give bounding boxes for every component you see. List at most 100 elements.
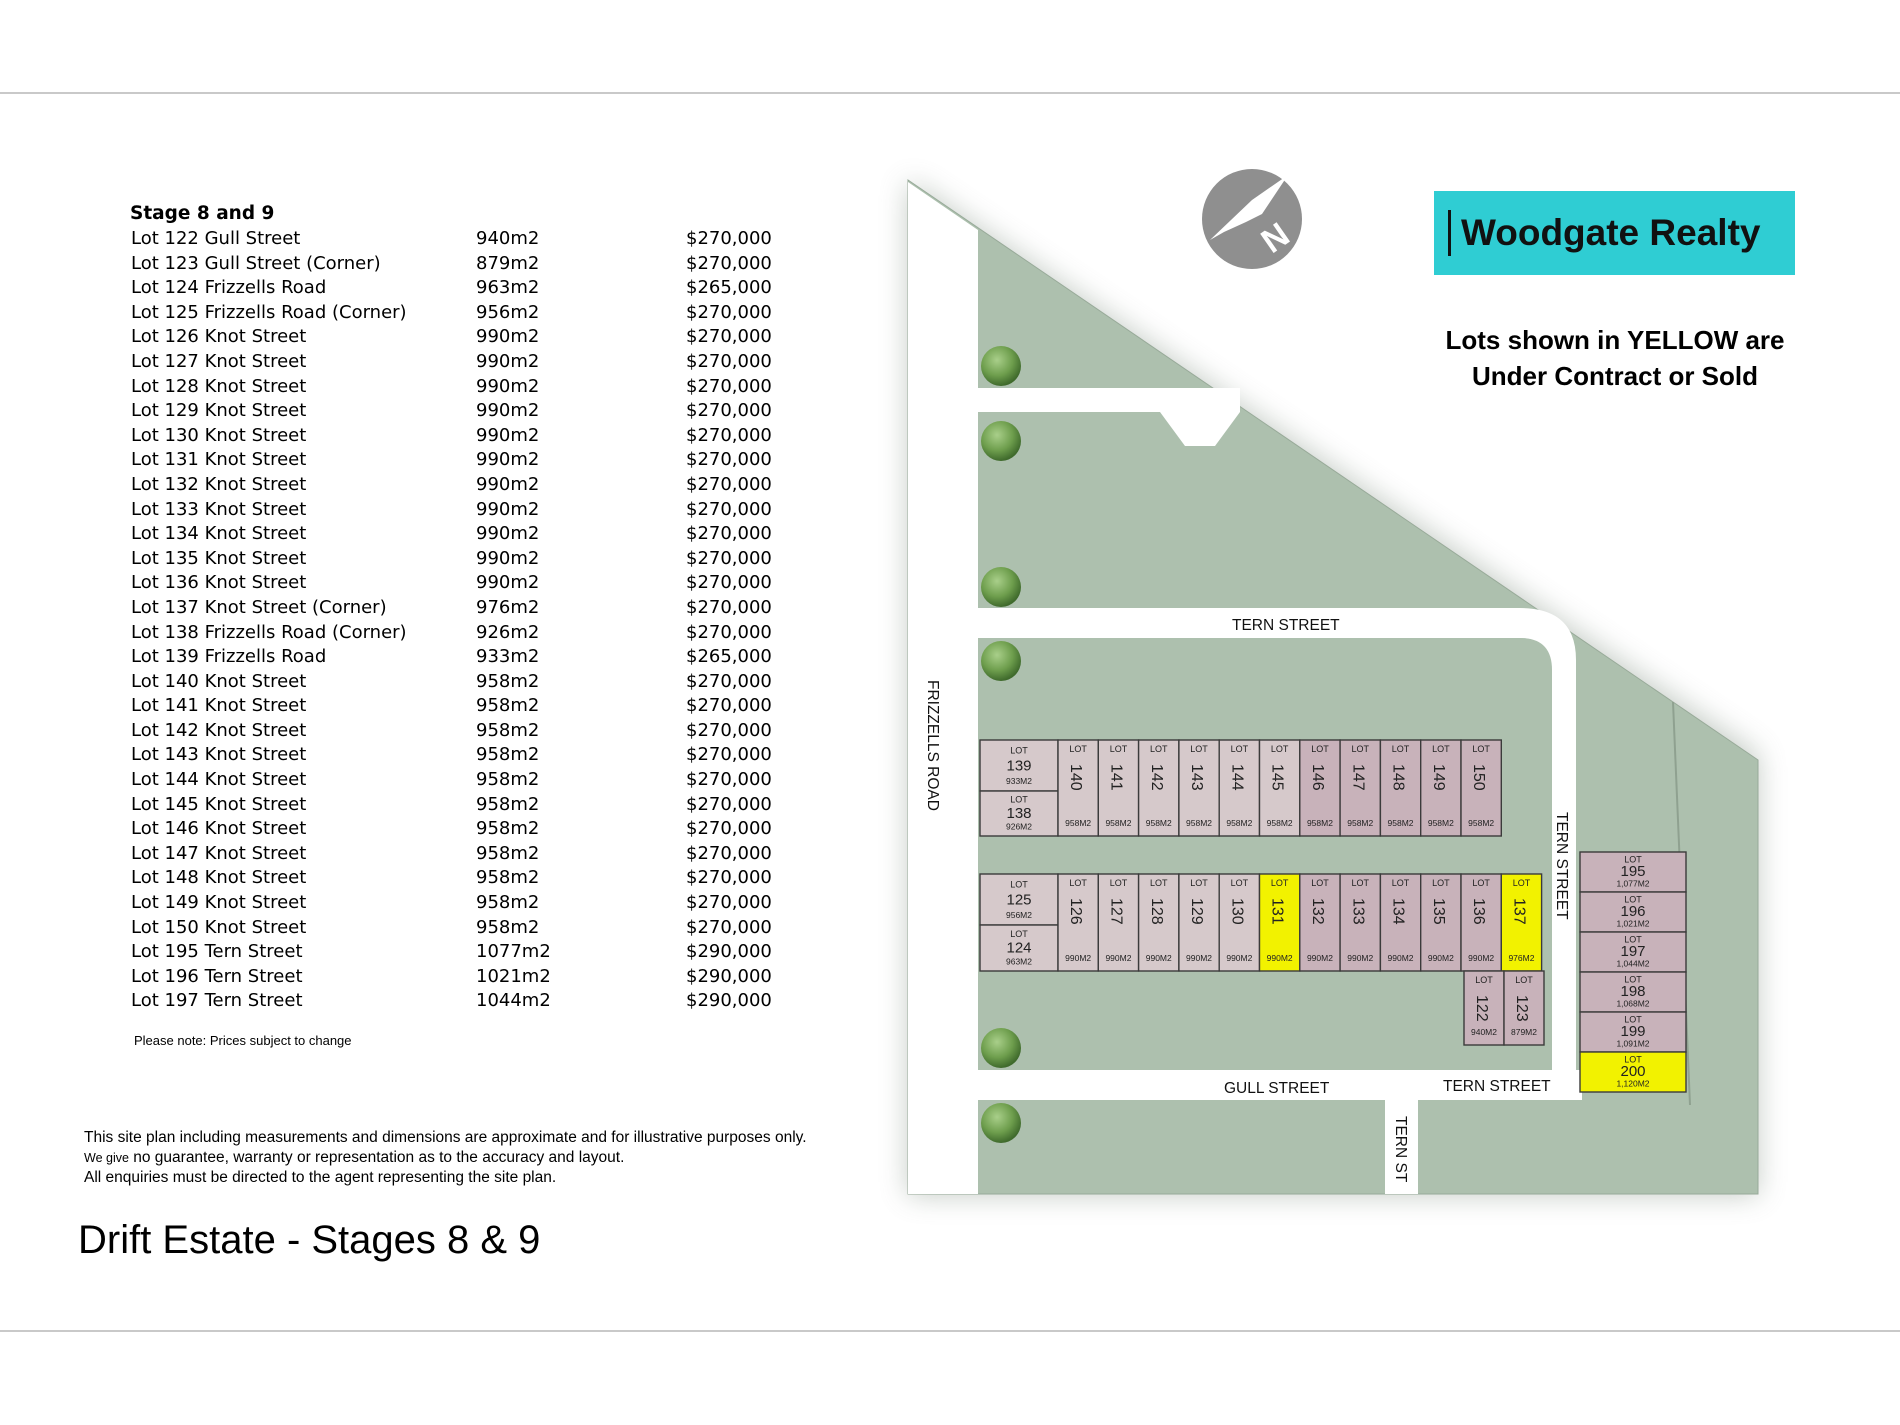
disclaimer-line-1: This site plan including measurements an…: [84, 1129, 807, 1146]
price-amount: $270,000: [686, 793, 772, 815]
price-size: 926m2: [476, 621, 540, 643]
lot-word: LOT: [1513, 878, 1531, 888]
price-size: 958m2: [476, 867, 540, 889]
price-amount: $270,000: [686, 916, 772, 938]
price-amount: $290,000: [686, 941, 772, 963]
lot-word: LOT: [1392, 744, 1410, 754]
roads: [908, 182, 1582, 1194]
lot-shape: [1579, 971, 1687, 1013]
lot-area: 990M2: [1146, 953, 1172, 963]
lot-area: 879M2: [1511, 1027, 1537, 1037]
lot-shape: [979, 739, 1059, 792]
north-arrow: N: [1202, 169, 1302, 269]
lot-number: 142: [1148, 764, 1165, 791]
lot-area: 990M2: [1388, 953, 1414, 963]
lot-word: LOT: [1515, 975, 1533, 985]
lot-word: LOT: [1311, 744, 1329, 754]
price-lot: Lot 139 Frizzells Road: [131, 646, 327, 668]
price-lot: Lot 140 Knot Street: [131, 670, 307, 692]
lot-number: 124: [1006, 940, 1031, 957]
lot-shape: [1579, 1011, 1687, 1053]
lot-area: 958M2: [1105, 818, 1131, 828]
lot-shape: [1579, 1051, 1687, 1093]
price-amount: $270,000: [686, 547, 772, 569]
lot-area: 958M2: [1307, 818, 1333, 828]
tern-st-label: TERN ST: [1392, 1116, 1409, 1183]
lot-word: LOT: [1069, 878, 1087, 888]
legend: Lots shown in YELLOW are Under Contract …: [1420, 322, 1810, 394]
price-lot: Lot 146 Knot Street: [131, 818, 307, 840]
lot-word: LOT: [1010, 745, 1028, 755]
price-lot: Lot 128 Knot Street: [131, 375, 307, 397]
lot-shape: [1460, 873, 1502, 972]
lot-shape: [1299, 873, 1341, 972]
price-amount: $270,000: [686, 301, 772, 323]
price-amount: $290,000: [686, 965, 772, 987]
lot-word: LOT: [1392, 878, 1410, 888]
price-size: 1077m2: [476, 941, 551, 963]
lot-number: 135: [1430, 898, 1447, 925]
gull-street-label: GULL STREET: [1224, 1080, 1330, 1097]
price-amount: $270,000: [686, 498, 772, 520]
tern-street-top-label: TERN STREET: [1232, 617, 1340, 634]
lot-area: 1,077M2: [1616, 878, 1649, 888]
lot-word: LOT: [1010, 929, 1028, 939]
price-lot: Lot 131 Knot Street: [131, 449, 307, 471]
lot-number: 128: [1148, 898, 1165, 925]
price-amount: $270,000: [686, 400, 772, 422]
north-arrow-pointer: [1210, 175, 1288, 240]
lot-area: 990M2: [1065, 953, 1091, 963]
tree: [981, 1103, 1021, 1143]
price-size: 958m2: [476, 769, 540, 791]
lot-shape: [1137, 873, 1180, 972]
lot-shape: [1218, 873, 1261, 972]
lot-number: 126: [1067, 898, 1084, 925]
lot-126[interactable]: LOT 126 990M2: [1057, 873, 1099, 972]
price-amount: $270,000: [686, 350, 772, 372]
lot-area: 990M2: [1347, 953, 1373, 963]
lot-area: 940M2: [1471, 1027, 1497, 1037]
